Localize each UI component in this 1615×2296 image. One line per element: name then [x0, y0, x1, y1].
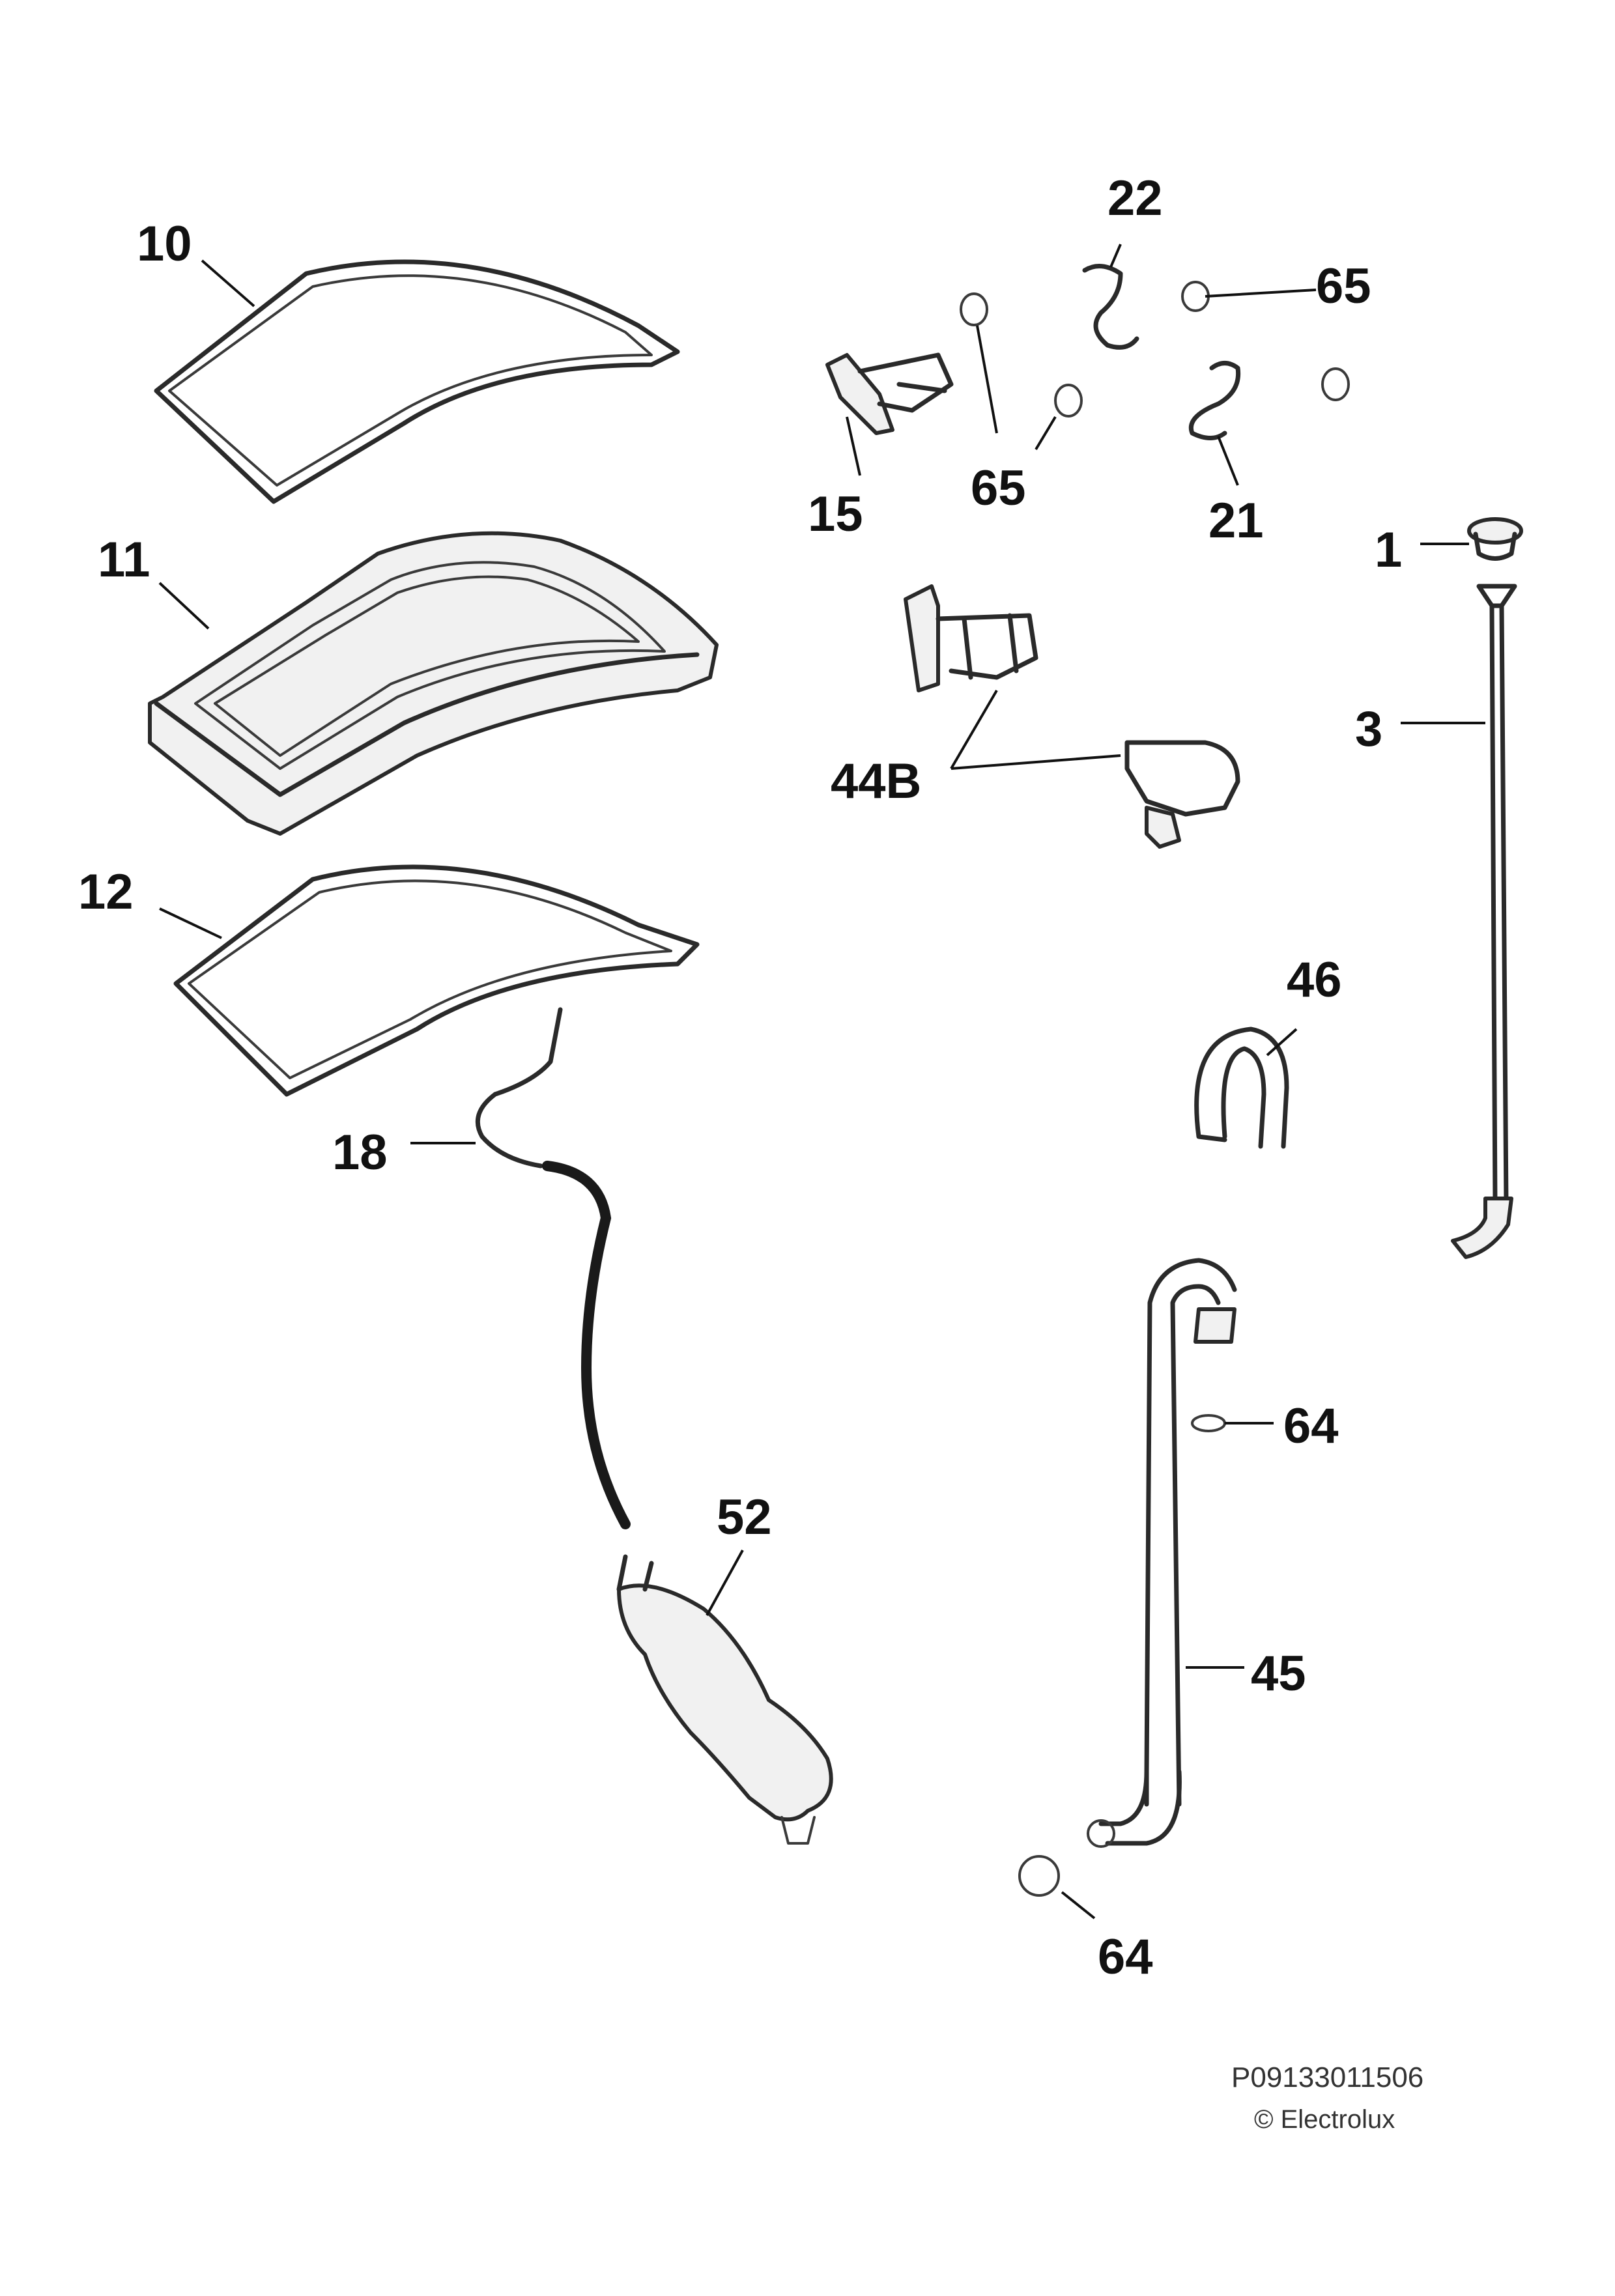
- part-15-bracket: [825, 352, 954, 435]
- callout-45: 45: [1251, 1646, 1306, 1701]
- callout-18: 18: [332, 1125, 388, 1180]
- part-65-ring-b: [1054, 384, 1083, 418]
- part-52-component: [616, 1554, 833, 1845]
- callout-10: 10: [137, 216, 192, 272]
- part-21-connector: [1189, 361, 1241, 440]
- part-64-ring-a: [1191, 1414, 1226, 1432]
- part-65-ring-a: [960, 292, 988, 326]
- copyright-notice: © Electrolux: [1254, 2105, 1395, 2134]
- part-44b-clips: [904, 584, 1240, 849]
- part-64-ring-b: [1018, 1855, 1060, 1897]
- callout-labels: 10 11 12 22 65 65 15 21 1 3 44B 46 18 52…: [78, 171, 1402, 1985]
- callout-22: 22: [1108, 171, 1163, 226]
- callout-1: 1: [1375, 522, 1402, 578]
- callout-44b: 44B: [831, 754, 921, 809]
- callout-52: 52: [717, 1490, 772, 1545]
- part-22-connector: [1082, 264, 1139, 350]
- callout-12: 12: [78, 864, 134, 920]
- callout-65-top: 65: [1316, 259, 1371, 314]
- part-46-clip: [1194, 1027, 1289, 1149]
- part-1-cap: [1467, 517, 1523, 561]
- part-11-door-frame: [148, 531, 719, 836]
- callout-3: 3: [1355, 702, 1382, 757]
- callout-46: 46: [1287, 952, 1342, 1008]
- part-65-ring-c: [1181, 281, 1210, 312]
- callout-15: 15: [808, 487, 863, 542]
- callout-64-lower: 64: [1098, 1929, 1153, 1985]
- part-18-hose: [475, 1007, 631, 1529]
- callout-64-upper: 64: [1283, 1398, 1339, 1454]
- callout-11: 11: [98, 532, 150, 588]
- callout-65-middle: 65: [971, 461, 1026, 516]
- part-12-gasket-ring: [173, 864, 700, 1097]
- part-45-drain-hose: [1087, 1258, 1237, 1848]
- part-10-gasket-ring: [154, 259, 680, 504]
- callout-21: 21: [1208, 493, 1264, 548]
- part-65-ring-d: [1321, 367, 1350, 401]
- part-3-tube: [1451, 584, 1517, 1259]
- diagram-code: P09133011506: [1231, 2062, 1424, 2093]
- leader-lines: [158, 244, 1485, 1920]
